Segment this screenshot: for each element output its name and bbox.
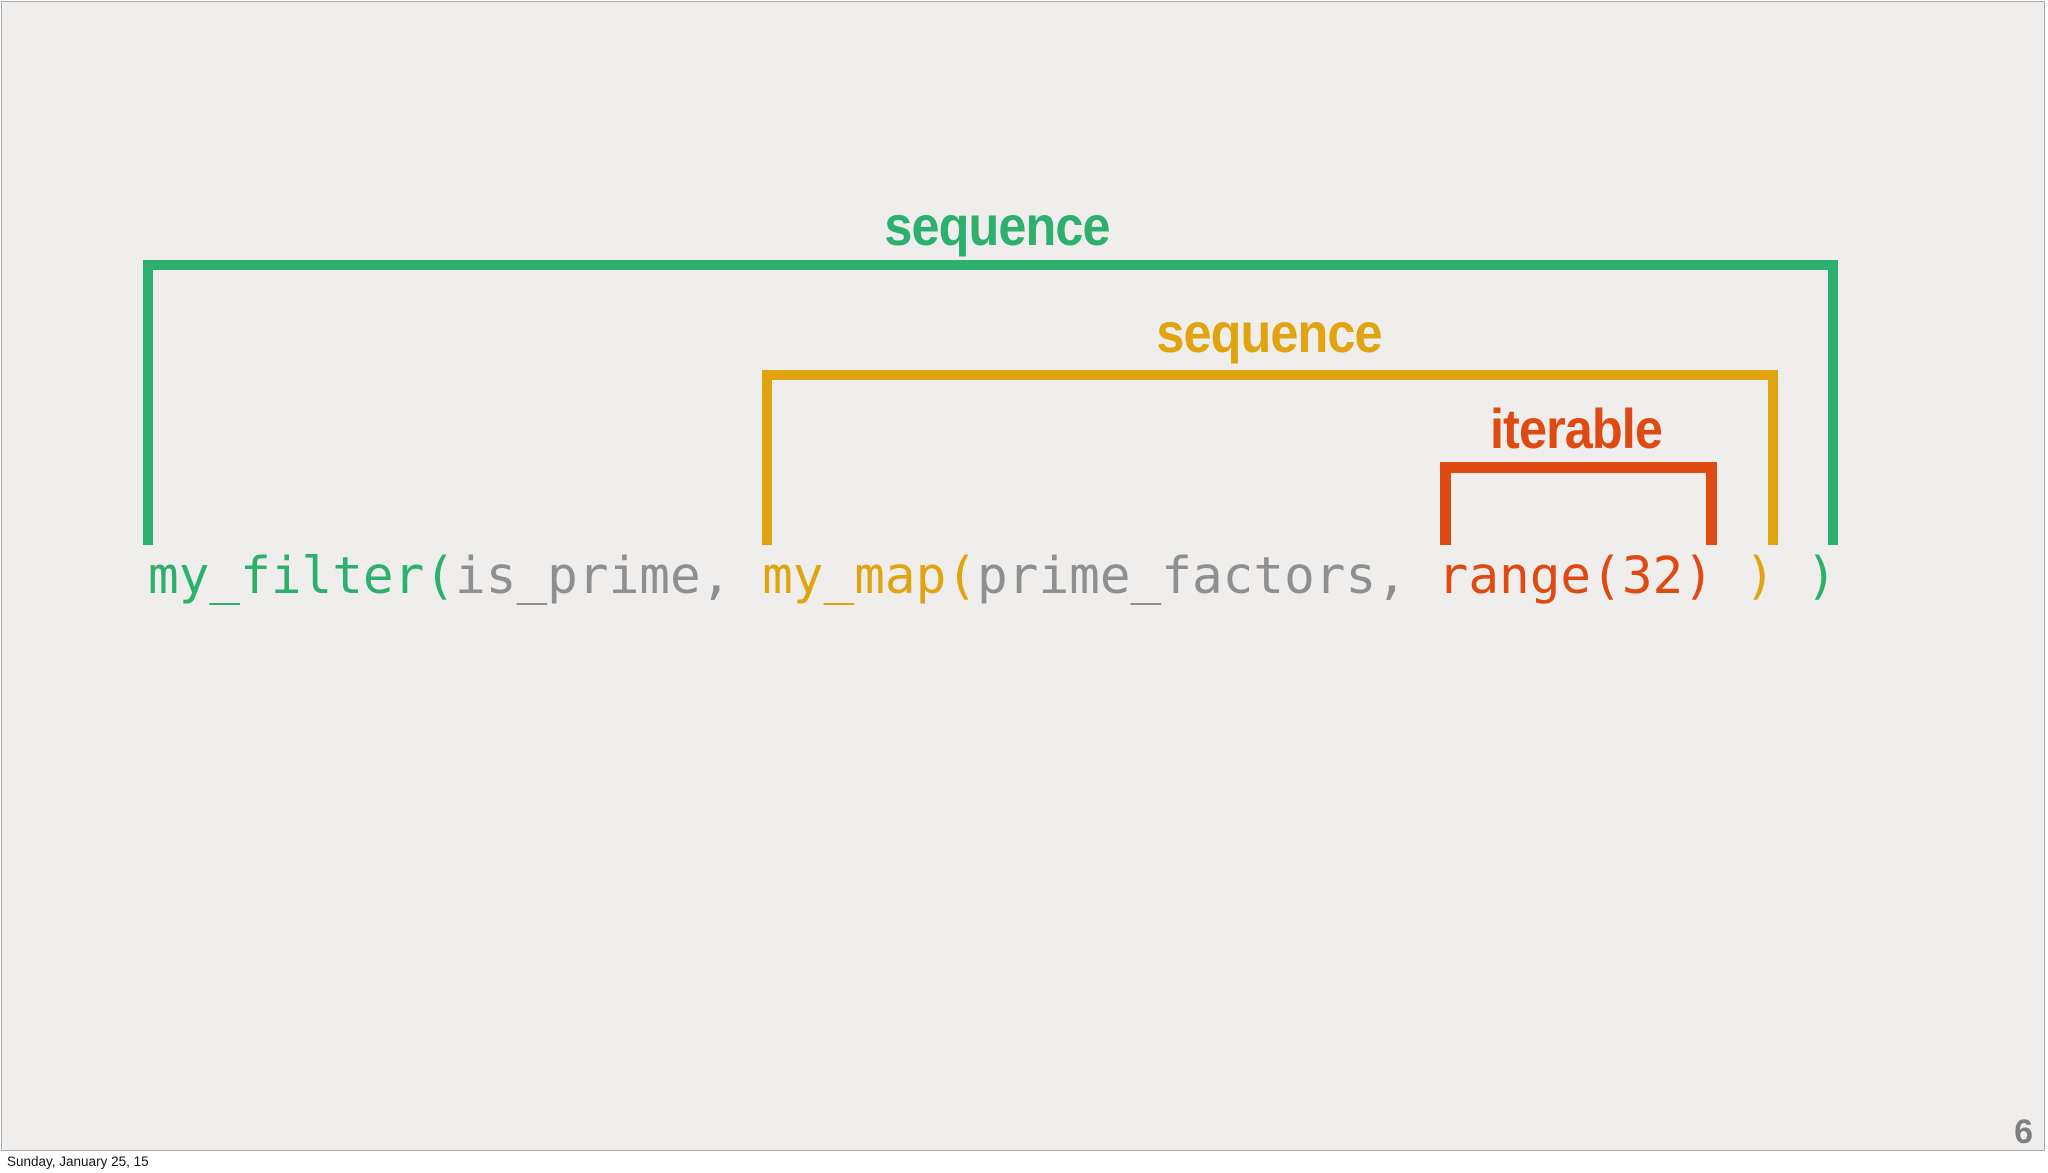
label-iterable: iterable — [1489, 397, 1663, 460]
code-range-call: range(32) — [1437, 547, 1714, 606]
code-my-filter-call: my_filter( — [148, 547, 456, 606]
label-sequence-inner: sequence — [1156, 301, 1382, 364]
bracket-sequence-inner — [762, 370, 1778, 545]
bracket-iterable — [1440, 462, 1717, 545]
slide-canvas: sequence sequence iterable my_filter(is_… — [1, 1, 2045, 1151]
label-sequence-outer: sequence — [884, 194, 1110, 257]
code-my-map-call: my_map( — [762, 547, 978, 606]
code-close-paren-outer: ) — [1775, 547, 1837, 606]
code-line: my_filter(is_prime, my_map(prime_factors… — [148, 551, 1837, 602]
code-arg-prime-factors: prime_factors, — [977, 547, 1438, 606]
bracket-sequence-outer — [143, 260, 1838, 545]
code-close-paren-inner: ) — [1713, 547, 1776, 606]
footer-date: Sunday, January 25, 15 — [7, 1154, 149, 1169]
page-number: 6 — [2014, 1113, 2033, 1151]
code-arg-is-prime: is_prime, — [455, 547, 763, 606]
